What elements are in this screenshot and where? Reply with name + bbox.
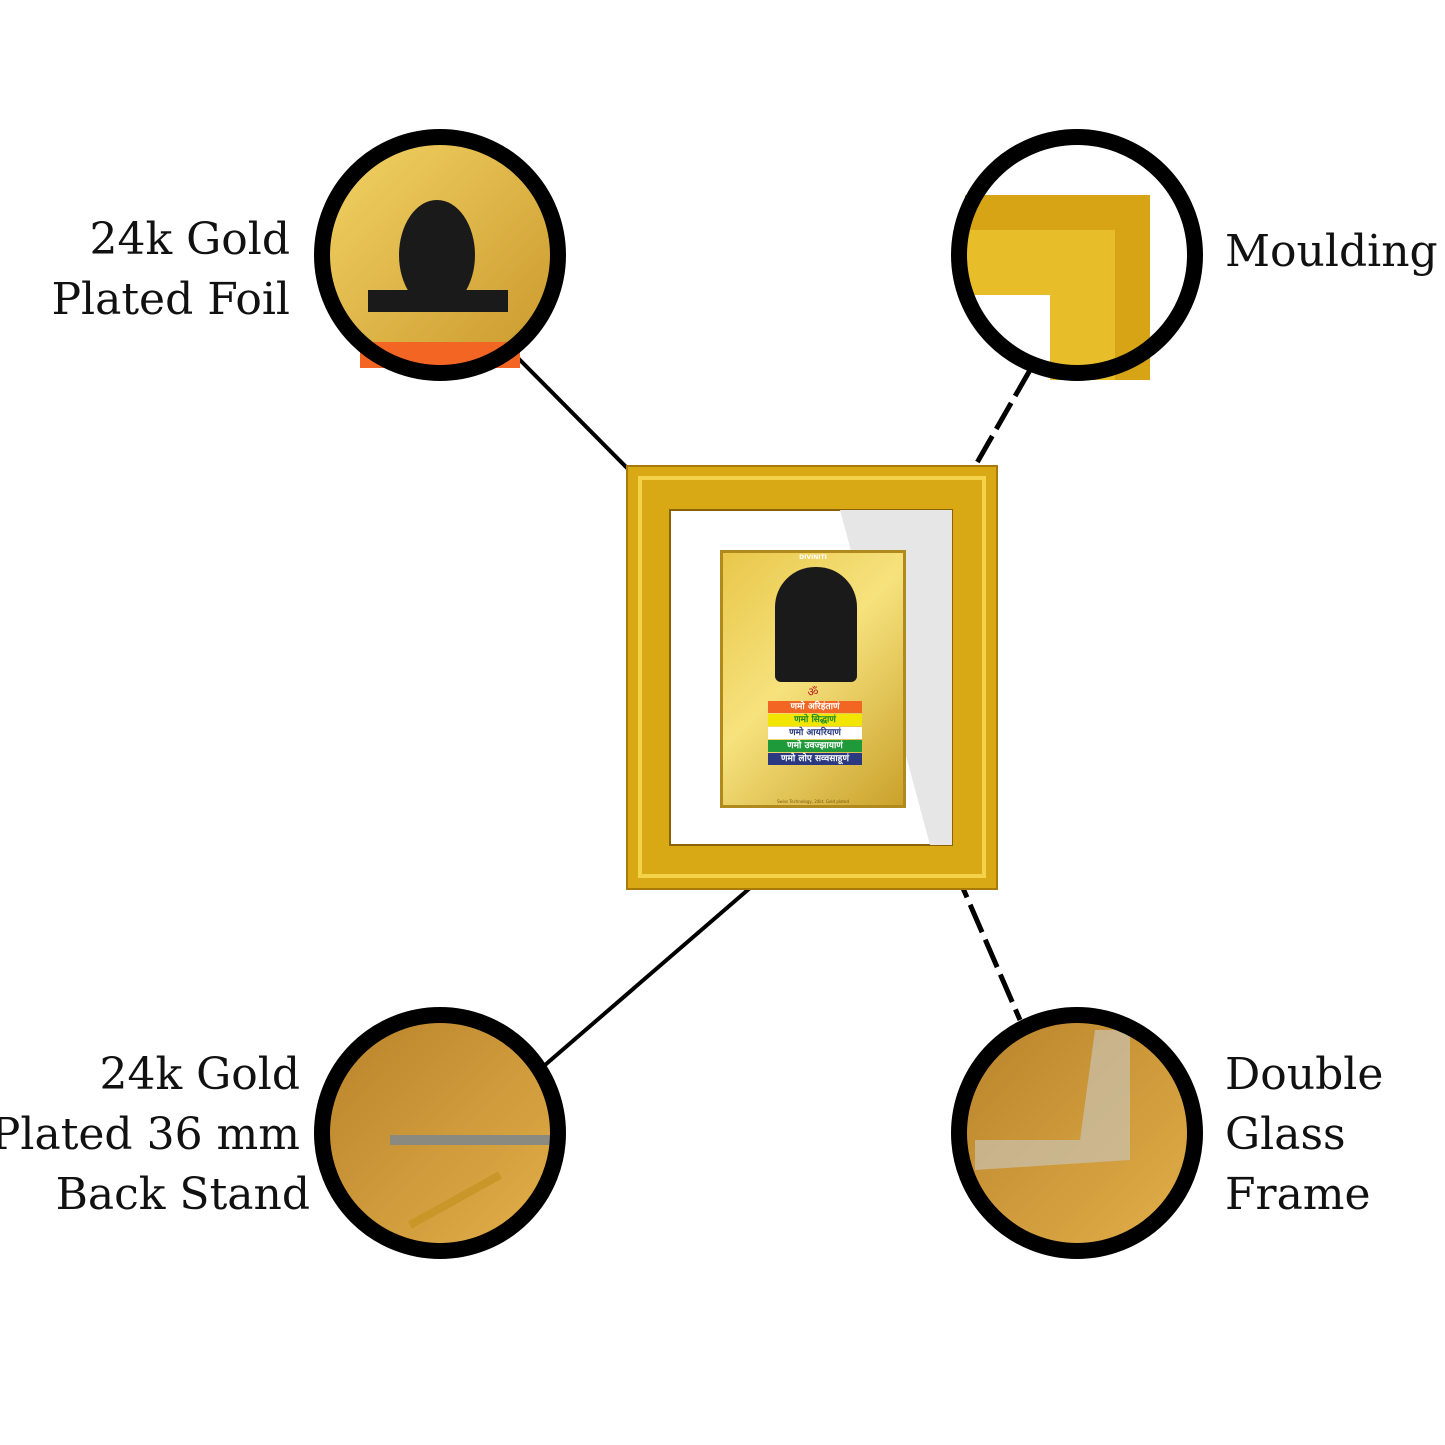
mantra-line: णमो उवज्झायाणं	[768, 740, 862, 752]
connector-back-stand	[543, 886, 752, 1067]
idol-figure	[775, 567, 857, 682]
mantra-line: णमो सिद्धाणं	[768, 714, 862, 726]
mantra-line: णमो अरिहंताणं	[768, 701, 862, 713]
label-back-stand: 24k Gold Plated 36 mm Back Stand	[0, 1049, 310, 1220]
mantra-line: णमो आयरियाणं	[768, 727, 862, 739]
detail-circle-glass	[951, 1007, 1203, 1259]
detail-circle-back-stand	[314, 1007, 566, 1259]
brand-text: DIVINITI	[799, 554, 827, 561]
gold-foil-artwork: DIVINITI ॐ णमो अरिहंताणं णमो सिद्धाणं णम…	[720, 550, 906, 808]
om-symbol: ॐ	[807, 685, 819, 699]
label-glass: Double Glass Frame	[1225, 1049, 1384, 1220]
foil-footer: Swiss Technology, 24kt. Gold plated	[777, 799, 849, 804]
label-foil: 24k Gold Plated Foil	[51, 214, 290, 325]
connector-glass	[937, 834, 1023, 1021]
mantra-line: णमो लोए सव्वसाहूणं	[768, 753, 862, 765]
detail-circle-moulding	[951, 129, 1203, 381]
label-moulding: Moulding	[1225, 226, 1438, 277]
detail-circle-foil	[314, 129, 566, 381]
